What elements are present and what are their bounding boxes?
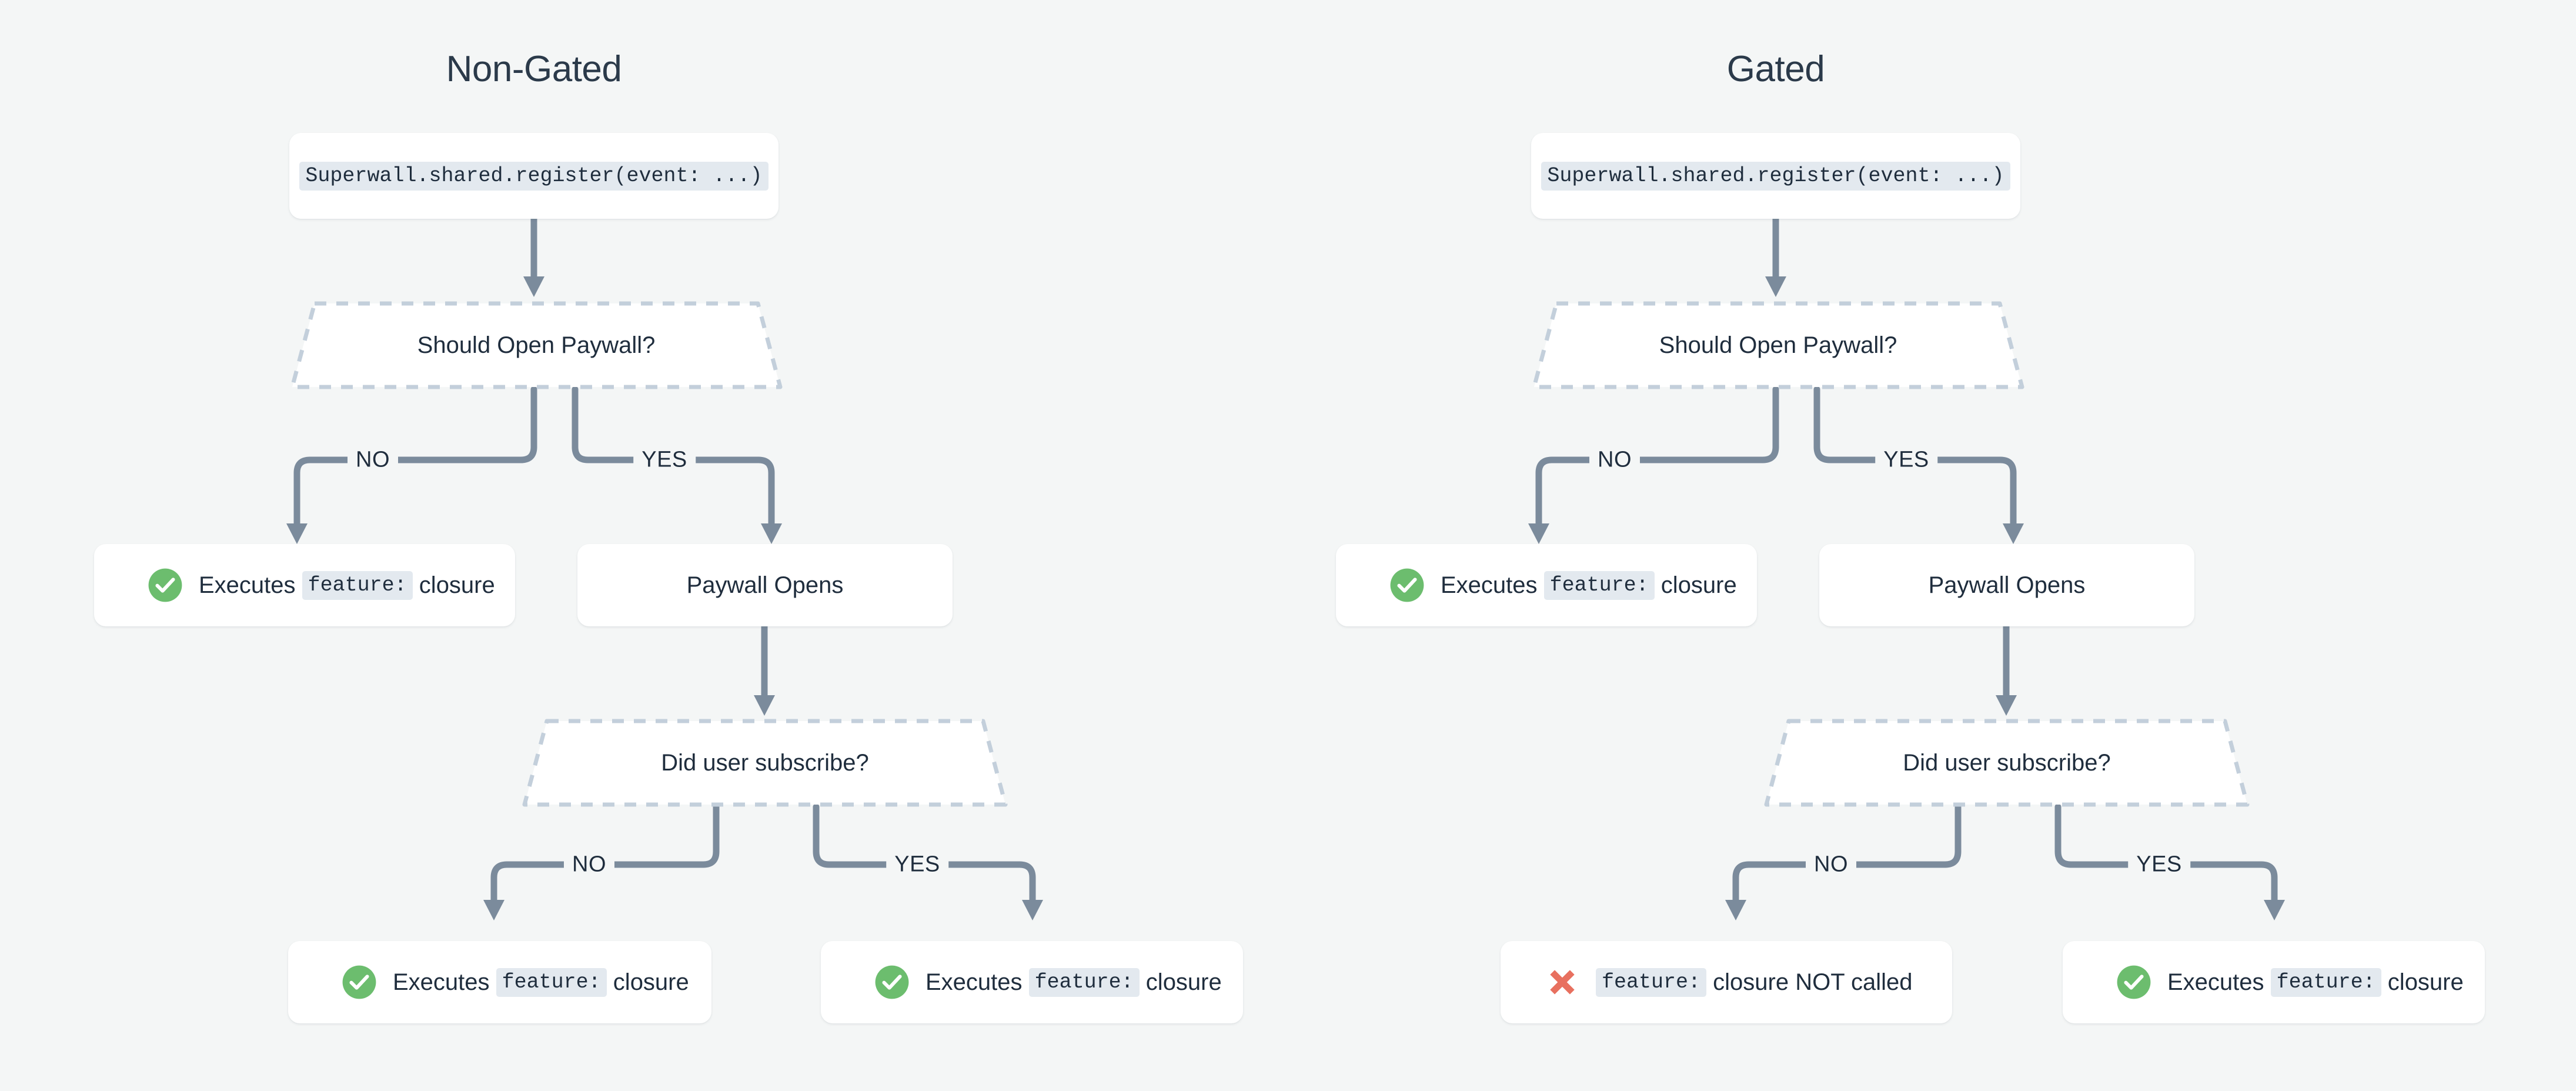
x-mark-icon xyxy=(1550,970,1575,995)
node-label: Should Open Paywall? xyxy=(417,332,656,358)
node-label: Superwall.shared.register(event: ...) xyxy=(1541,161,2010,191)
executes-prefix: Executes xyxy=(2167,969,2271,995)
edge-g-decision1-no xyxy=(1528,386,1779,544)
node-label: Executes feature: closure xyxy=(874,964,1222,1000)
node-ng-subscribe-no-executes[interactable]: Executes feature: closure xyxy=(288,941,711,1023)
code-chip: feature: xyxy=(1028,967,1140,997)
code-chip: feature: xyxy=(2270,967,2381,997)
node-label: Superwall.shared.register(event: ...) xyxy=(299,161,769,191)
node-label: feature: closure NOT called xyxy=(1544,964,1913,1000)
closure-suffix: closure xyxy=(412,572,495,598)
code-chip: feature: xyxy=(496,967,607,997)
closure-suffix: closure xyxy=(2381,969,2464,995)
executes-prefix: Executes xyxy=(199,572,302,598)
code-chip: feature: xyxy=(1543,570,1655,600)
trapezoid-shape xyxy=(1764,719,2250,807)
trapezoid-shape xyxy=(1532,301,2024,389)
edge-label-ng-decision1-yes: YES xyxy=(633,447,696,473)
node-g-decision-should-open-paywall[interactable]: Should Open Paywall? xyxy=(1532,301,2024,389)
edge-label-ng-decision2-yes: YES xyxy=(886,852,948,878)
node-g-decision-did-user-subscribe[interactable]: Did user subscribe? xyxy=(1764,719,2250,807)
check-circle-icon xyxy=(148,568,182,602)
node-g-register[interactable]: Superwall.shared.register(event: ...) xyxy=(1531,133,2020,219)
edge-label-g-decision2-yes: YES xyxy=(2128,852,2190,878)
code-chip: feature: xyxy=(1596,967,1707,997)
node-label: Executes feature: closure xyxy=(1389,567,1737,603)
node-ng-register[interactable]: Superwall.shared.register(event: ...) xyxy=(289,133,779,219)
edge-g-paywall-to-decision2 xyxy=(1996,614,2017,716)
node-label: Executes feature: closure xyxy=(341,964,689,1000)
node-label: Did user subscribe? xyxy=(661,749,869,776)
check-circle-icon xyxy=(342,965,376,999)
node-ng-no-executes-feature[interactable]: Executes feature: closure xyxy=(94,544,515,626)
edge-label-g-decision1-yes: YES xyxy=(1875,447,1937,473)
node-label: Executes feature: closure xyxy=(2116,964,2464,1000)
node-label: Did user subscribe? xyxy=(1903,749,2111,776)
edge-ng-paywall-to-decision2 xyxy=(754,614,775,716)
check-circle-icon xyxy=(875,965,909,999)
closure-suffix: closure xyxy=(1654,572,1737,598)
node-label: Executes feature: closure xyxy=(147,567,495,603)
edge-ng-register-to-decision1 xyxy=(523,215,544,297)
edge-label-ng-decision2-no: NO xyxy=(564,852,614,878)
code-chip: Superwall.shared.register(event: ...) xyxy=(1541,161,2010,191)
trapezoid-shape xyxy=(290,301,783,389)
node-g-subscribe-yes-executes[interactable]: Executes feature: closure xyxy=(2063,941,2485,1023)
node-ng-paywall-opens[interactable]: Paywall Opens xyxy=(577,544,953,626)
node-label: Paywall Opens xyxy=(1928,572,2086,598)
code-chip: feature: xyxy=(302,570,413,600)
edge-ng-decision1-no xyxy=(286,386,537,544)
edge-g-register-to-decision1 xyxy=(1765,215,1786,297)
edge-label-g-decision2-no: NO xyxy=(1806,852,1856,878)
closure-suffix: closure xyxy=(606,969,689,995)
check-circle-icon xyxy=(1390,568,1424,602)
node-g-subscribe-no-not-called[interactable]: feature: closure NOT called xyxy=(1501,941,1952,1023)
column-title-gated: Gated xyxy=(1726,49,1825,89)
check-circle-icon xyxy=(2117,965,2151,999)
node-g-paywall-opens[interactable]: Paywall Opens xyxy=(1819,544,2194,626)
column-title-non-gated: Non-Gated xyxy=(446,49,622,89)
node-label: Paywall Opens xyxy=(686,572,844,598)
node-ng-subscribe-yes-executes[interactable]: Executes feature: closure xyxy=(821,941,1243,1023)
executes-prefix: Executes xyxy=(926,969,1029,995)
not-called-suffix: closure NOT called xyxy=(1706,969,1913,995)
node-ng-decision-did-user-subscribe[interactable]: Did user subscribe? xyxy=(522,719,1008,807)
code-chip: Superwall.shared.register(event: ...) xyxy=(299,161,769,191)
executes-prefix: Executes xyxy=(393,969,496,995)
node-g-no-executes-feature[interactable]: Executes feature: closure xyxy=(1336,544,1757,626)
node-label: Should Open Paywall? xyxy=(1659,332,1897,358)
closure-suffix: closure xyxy=(1139,969,1222,995)
trapezoid-shape xyxy=(522,719,1008,807)
executes-prefix: Executes xyxy=(1441,572,1544,598)
edge-label-ng-decision1-no: NO xyxy=(348,447,398,473)
node-ng-decision-should-open-paywall[interactable]: Should Open Paywall? xyxy=(290,301,783,389)
edge-label-g-decision1-no: NO xyxy=(1589,447,1640,473)
